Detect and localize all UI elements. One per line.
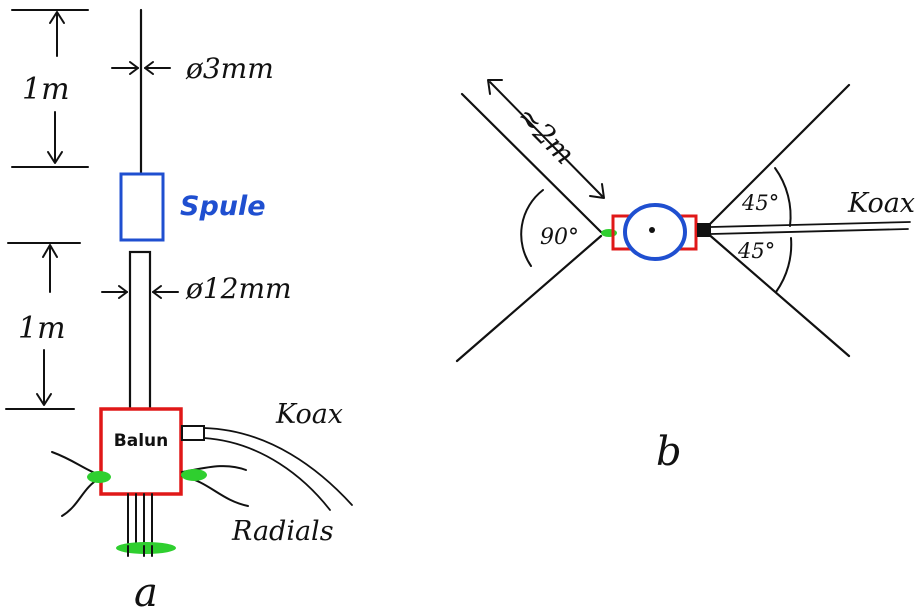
angle-90-label: 90° <box>540 225 579 250</box>
coax-cable-a <box>181 425 353 511</box>
balun-label: Balun <box>114 431 168 451</box>
caption-a: a <box>134 570 158 615</box>
radials-label: Radials <box>231 516 334 547</box>
angle-arc-90 <box>520 189 544 267</box>
dim-arrow-2m <box>487 79 605 199</box>
angle-45-lower-label: 45° <box>737 239 775 263</box>
dim-arrow-3mm <box>111 61 171 75</box>
coax-label-b: Koax <box>847 188 915 219</box>
diameter-3mm-label: ø3mm <box>185 52 274 85</box>
arm-lower-right <box>704 230 851 358</box>
diagram-a: 1m 1m ø3mm Spule ø1 <box>5 8 353 615</box>
bottom-length-label: 1m <box>18 311 66 346</box>
angle-45-upper-label: 45° <box>741 191 779 215</box>
coax-label-a: Koax <box>275 399 343 430</box>
angle-arc-45-upper <box>774 167 792 227</box>
coax-connector <box>697 223 711 237</box>
caption-b: b <box>656 429 682 475</box>
diameter-12mm-label: ø12mm <box>185 272 292 305</box>
arm-upper-right <box>704 83 851 230</box>
feed-point <box>601 203 711 261</box>
radials-left <box>51 451 111 517</box>
coax-cable-b <box>710 221 911 235</box>
coil-label: Spule <box>180 191 266 222</box>
coil-spule <box>119 172 165 242</box>
radials-right <box>181 465 249 507</box>
arm-length-label: ≈2m <box>510 100 581 171</box>
coil-circle <box>623 203 687 261</box>
lower-tube <box>128 250 152 411</box>
dim-arrow-12mm <box>101 285 179 299</box>
dim-arrow-bottom-1m <box>36 244 58 406</box>
arm-lower-left <box>455 234 603 363</box>
arm-upper-left <box>460 92 603 234</box>
dim-arrow-top-1m <box>47 11 65 164</box>
balun-box <box>99 407 183 496</box>
radials-down <box>116 493 176 557</box>
top-length-label: 1m <box>22 72 70 107</box>
angle-arc-45-lower <box>775 237 793 293</box>
diagram-b: ≈2m 90° Koax 45° 45° b <box>455 79 915 475</box>
